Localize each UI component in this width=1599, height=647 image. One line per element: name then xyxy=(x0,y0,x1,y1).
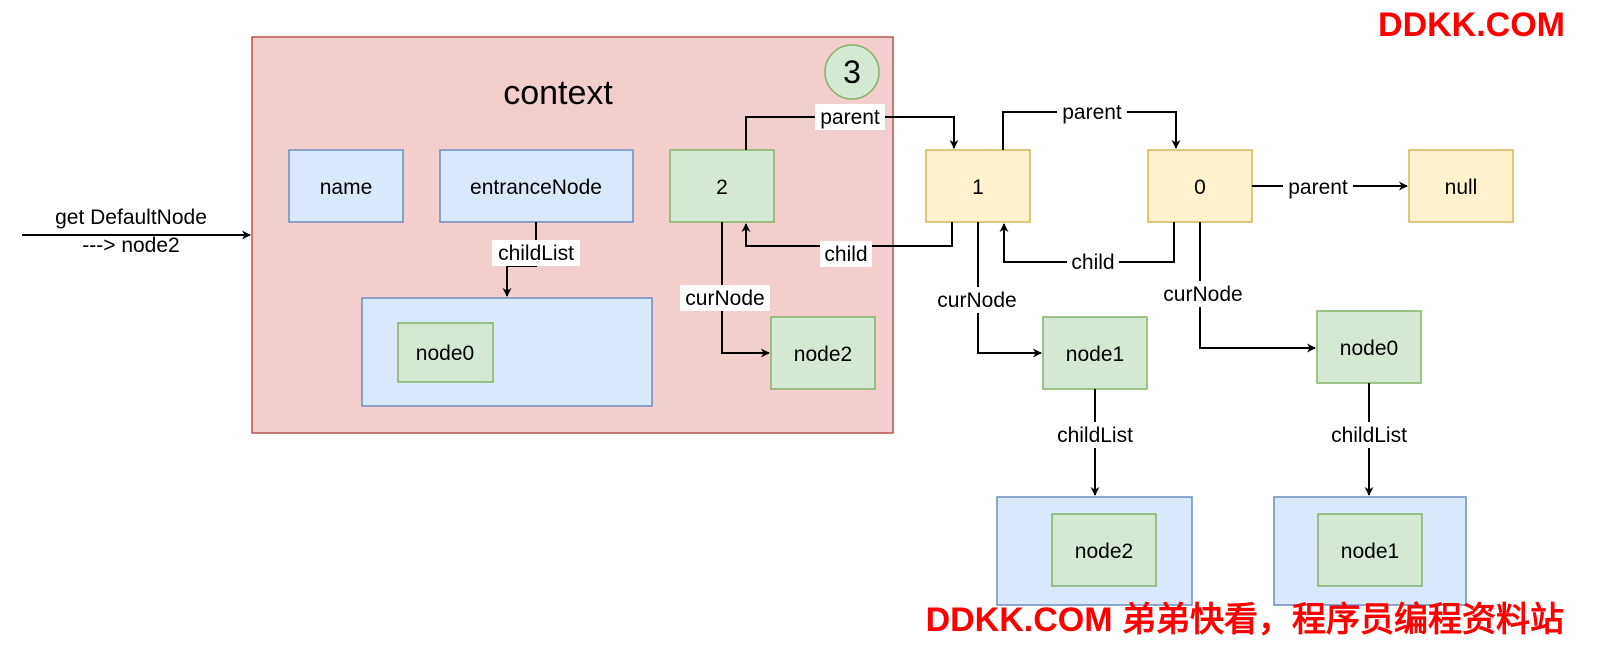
default-node-1: 1 xyxy=(925,149,1031,223)
list-node1-label: node1 xyxy=(1341,540,1399,563)
label-bg-entrance-childlist xyxy=(492,240,580,266)
null-node: null xyxy=(1408,149,1514,223)
name-node-label: name xyxy=(320,176,373,199)
step-badge-number: 3 xyxy=(843,54,861,90)
label-curnode-0: curNode xyxy=(1163,283,1242,306)
default-node-2: 2 xyxy=(669,149,775,223)
null-node-label: null xyxy=(1445,176,1478,199)
step-badge: 3 xyxy=(824,44,880,100)
label-bg-parent-2-to-1 xyxy=(815,104,885,130)
node1: node1 xyxy=(1042,316,1148,390)
default-node-0: 0 xyxy=(1147,149,1253,223)
edge-curnode-0 xyxy=(1199,222,1316,353)
entrance-node-label: entranceNode xyxy=(470,176,602,199)
label-child-0-to-1: child xyxy=(1071,251,1114,274)
label-bg-curnode-1 xyxy=(932,287,1022,313)
label-curnode-2: curNode xyxy=(685,287,764,310)
label-bg-childlist-node1 xyxy=(1051,422,1139,448)
name-node: name xyxy=(288,149,404,223)
list-node2-label: node2 xyxy=(1075,540,1133,563)
label-bg-parent-0-to-null xyxy=(1283,173,1353,199)
label-child-1-to-2: child xyxy=(824,243,867,266)
default-node-1-label: 1 xyxy=(972,176,984,199)
default-node-2-label: 2 xyxy=(716,176,728,199)
context-node2: node2 xyxy=(770,316,876,390)
label-childlist-node0: childList xyxy=(1331,424,1407,447)
node0: node0 xyxy=(1316,310,1422,384)
node1-child-list: node2 xyxy=(996,496,1193,606)
label-childlist-node1: childList xyxy=(1057,424,1133,447)
input-arrow: get DefaultNode ---> node2 xyxy=(22,206,251,257)
watermark-bottom: DDKK.COM 弟弟快看，程序员编程资料站 xyxy=(926,601,1564,639)
list-node2-box xyxy=(1051,513,1157,587)
default-node-0-label: 0 xyxy=(1194,176,1206,199)
label-parent-2-to-1: parent xyxy=(820,106,880,129)
input-label-line2: ---> node2 xyxy=(82,234,179,257)
label-bg-child-0-to-1 xyxy=(1067,249,1119,275)
label-bg-parent-1-to-0 xyxy=(1057,99,1127,125)
list-node1-box xyxy=(1317,513,1423,587)
label-entrance-childlist: childList xyxy=(498,242,574,265)
node0-child-list: node1 xyxy=(1273,496,1467,606)
input-label-line1: get DefaultNode xyxy=(55,206,207,229)
context-child-list: node0 xyxy=(361,297,653,407)
label-bg-childlist-node0 xyxy=(1325,422,1413,448)
node0-label: node0 xyxy=(1340,337,1398,360)
edge-curnode-2 xyxy=(721,222,770,358)
context-node2-label: node2 xyxy=(794,343,852,366)
entrance-node: entranceNode xyxy=(439,149,634,223)
context-list-node0-label: node0 xyxy=(416,342,474,365)
label-bg-curnode-2 xyxy=(680,285,770,311)
label-parent-1-to-0: parent xyxy=(1062,101,1122,124)
context-list-node0-box xyxy=(397,322,494,383)
label-curnode-1: curNode xyxy=(937,289,1016,312)
node1-label: node1 xyxy=(1066,343,1124,366)
label-bg-child-1-to-2 xyxy=(820,241,872,267)
edge-curnode-1 xyxy=(977,222,1042,358)
label-bg-curnode-0 xyxy=(1158,281,1248,307)
context-title: context xyxy=(503,74,613,112)
label-parent-0-to-null: parent xyxy=(1288,176,1348,199)
watermark-top: DDKK.COM xyxy=(1378,6,1565,44)
